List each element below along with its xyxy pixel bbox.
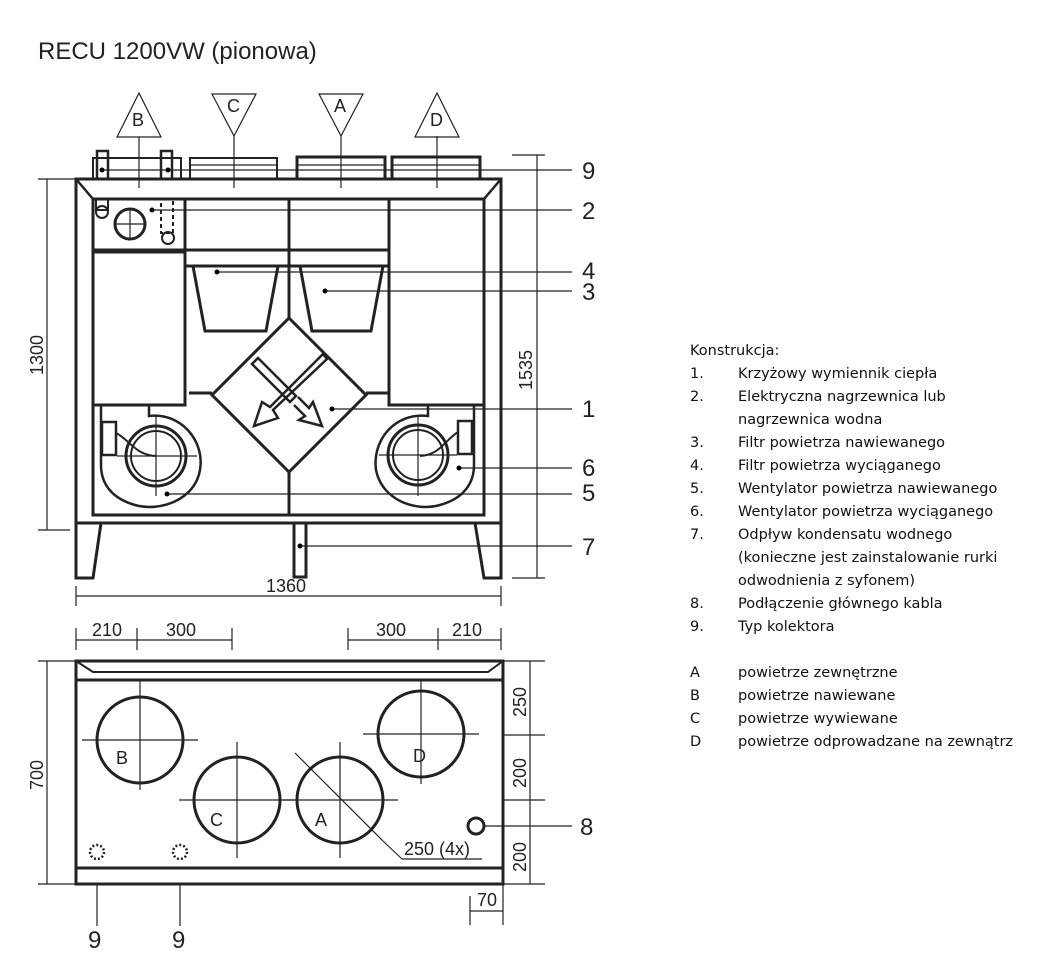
collector-9-left	[88, 843, 106, 861]
legend-items-3-n: 4.	[690, 458, 704, 474]
dimensions-d210: 210	[92, 620, 122, 640]
legend-item: 7. Odpływ kondensatu wodnego	[690, 524, 1013, 547]
legend-items-6-text3: odwodnienia z syfonem)	[738, 573, 916, 589]
legend: Konstrukcja: 1. Krzyżowy wymiennik ciepła…	[690, 340, 1013, 754]
callouts-n9: 9	[88, 927, 101, 954]
callouts-n9: 9	[172, 927, 185, 954]
dimensions-d210: 210	[452, 620, 482, 640]
callouts-n8: 8	[580, 814, 593, 841]
legend-items-8-text: Typ kolektora	[738, 619, 835, 635]
legend-items-2-n: 3.	[690, 435, 704, 451]
crossflow-arrows-icon	[250, 352, 329, 428]
callouts-n7: 7	[582, 534, 595, 561]
callouts-n5: 5	[582, 480, 595, 507]
top-view: B D C A 250 (4x) 8 9 9	[74, 659, 593, 954]
legend-air-3-text: powietrze odprowadzane na zewnątrz	[738, 734, 1014, 750]
legend-item: 6. Wentylator powietrza wyciąganego	[690, 501, 1013, 524]
legend-items-5-text: Wentylator powietrza wyciąganego	[738, 504, 994, 520]
dimensions-front: 1300 1535 1360 210 300 300 210	[27, 154, 545, 650]
callouts-n3: 3	[582, 279, 595, 306]
legend-item: 5. Wentylator powietrza nawiewanego	[690, 478, 1013, 501]
arrows-A: A	[315, 810, 327, 830]
legend-items-7-n: 8.	[690, 596, 704, 612]
legend-items-7-text: Podłączenie głównego kabla	[738, 596, 943, 612]
dimensions-depth: 700	[27, 760, 47, 790]
front-view	[74, 149, 503, 580]
heat-exchanger	[209, 315, 369, 475]
arrows-D: D	[413, 746, 426, 766]
legend-items-1-text2: nagrzewnica wodna	[738, 412, 883, 428]
triangle-down-icon	[318, 93, 364, 138]
legend-item: 1. Krzyżowy wymiennik ciepła	[690, 363, 1013, 386]
legend-items-0-text: Krzyżowy wymiennik ciepła	[738, 366, 938, 382]
filter-4	[191, 264, 280, 333]
legend-air-3-n: D	[690, 734, 702, 750]
filter-3	[298, 264, 385, 333]
triangle-down-icon	[211, 93, 257, 138]
legend-item: 4. Filtr powietrza wyciąganego	[690, 455, 1013, 478]
legend-air-0-n: A	[690, 665, 700, 681]
legend-items-6-text: Odpływ kondensatu wodnego	[738, 527, 953, 543]
callouts-n9: 9	[582, 158, 595, 185]
legend-air-0-text: powietrze zewnętrzne	[738, 665, 898, 681]
arrows-B: B	[116, 748, 128, 768]
dimensions-top: 700 250 200 200 70	[27, 660, 545, 925]
dimensions-width: 1360	[266, 576, 306, 596]
legend-item: 3. Filtr powietrza nawiewanego	[690, 432, 1013, 455]
arrows-A: A	[334, 96, 346, 116]
legend-heading: Konstrukcja:	[690, 343, 780, 359]
collector-9-right	[171, 843, 189, 861]
arrows-B: B	[132, 110, 144, 130]
dimensions-d300: 300	[166, 620, 196, 640]
callouts: 9 2 4 3 1 6 5 7	[99, 158, 595, 561]
legend-items-8-n: 9.	[690, 619, 704, 635]
dimensions-d200: 200	[510, 842, 530, 872]
dimensions-duct: 250 (4x)	[404, 839, 470, 859]
legend-air-2-text: powietrze wywiewane	[738, 711, 898, 727]
airflow-markers: B C A D	[116, 91, 460, 188]
dimensions-total_height: 1535	[516, 350, 536, 390]
legend-items-2-text: Filtr powietrza nawiewanego	[738, 435, 946, 451]
legend-air-1-n: B	[690, 688, 700, 704]
legend-item: 8. Podłączenie głównego kabla	[690, 593, 1013, 616]
legend-items-3-text: Filtr powietrza wyciąganego	[738, 458, 941, 474]
legend-air-1-text: powietrze nawiewane	[738, 688, 896, 704]
legend-items-1-n: 2.	[690, 389, 704, 405]
dimensions-d200: 200	[510, 758, 530, 788]
dimensions-height: 1300	[27, 335, 47, 375]
dimensions-d300: 300	[376, 620, 406, 640]
legend-items-1-text: Elektryczna nagrzewnica lub	[738, 389, 946, 405]
callouts-n2: 2	[582, 198, 595, 225]
page-title: RECU 1200VW (pionowa)	[38, 38, 317, 65]
legend-items-6-text2: (konieczne jest zainstalowanie rurki	[738, 550, 998, 566]
dimensions-d250: 250	[510, 687, 530, 717]
legend-air-2-n: C	[690, 711, 701, 727]
legend-items-4-text: Wentylator powietrza nawiewanego	[738, 481, 998, 497]
legend-item: 9. Typ kolektora	[690, 616, 1013, 639]
legend-item: 2. Elektryczna nagrzewnica lub	[690, 386, 1013, 409]
arrows-D: D	[430, 110, 443, 130]
dimensions-d70: 70	[477, 890, 497, 910]
callouts-n1: 1	[582, 396, 595, 423]
arrows-C: C	[210, 810, 223, 830]
legend-items-6-n: 7.	[690, 527, 704, 543]
legend-items-4-n: 5.	[690, 481, 704, 497]
arrows-C: C	[227, 96, 240, 116]
legend-items-5-n: 6.	[690, 504, 704, 520]
legend-items-0-n: 1.	[690, 366, 704, 382]
callouts-n6: 6	[582, 455, 595, 482]
callouts-n4: 4	[582, 258, 595, 285]
